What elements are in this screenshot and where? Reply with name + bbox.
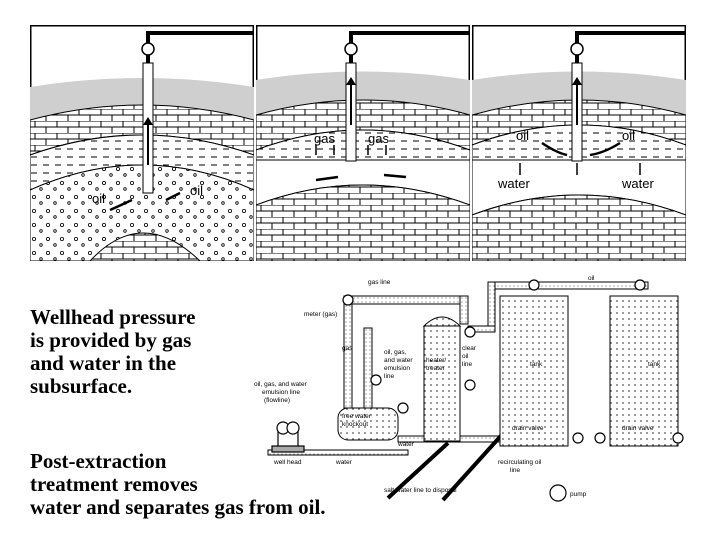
reservoir-panel-solution-gas: oil oil xyxy=(30,25,254,261)
label-gas-line: gas line xyxy=(368,279,391,286)
pipe-network xyxy=(267,281,649,456)
label-pump: pump xyxy=(570,491,587,498)
label-tank-2: tank xyxy=(648,361,661,368)
label-drain-valve-2: drain valve xyxy=(622,425,654,432)
label-heater-treater: heater/treater xyxy=(426,357,446,372)
label-meter: meter (gas) xyxy=(304,311,337,318)
caption-line: water and separates gas from oil. xyxy=(30,495,326,519)
panel-label-gas-2: gas xyxy=(368,131,389,146)
panel-label-oil-2: oil xyxy=(190,183,203,198)
caption-line: is provided by gas xyxy=(30,328,192,352)
surface-processing-schematic: gas line oil meter (gas) gas oil, gas,an… xyxy=(254,275,684,502)
label-tank-1: tank xyxy=(530,361,543,368)
well-head-icon xyxy=(271,421,305,453)
reservoir-panel-gas-cap: gas gas xyxy=(256,25,470,261)
free-water-knockout-vessel xyxy=(337,407,399,441)
panel-label-gas-1: gas xyxy=(314,131,335,146)
label-salt-water-line: salt water line to disposal xyxy=(384,487,457,494)
label-well-head: well head xyxy=(273,459,302,466)
caption-wellhead-pressure: Wellhead pressure is provided by gas and… xyxy=(30,306,196,398)
caption-line: treatment removes xyxy=(30,472,198,496)
panel-label-oil-2: oil xyxy=(622,128,635,143)
panel-label-water-2: water xyxy=(621,176,654,191)
valve-symbols xyxy=(342,279,684,502)
reservoir-panel-water-drive: oil oil water water xyxy=(472,25,686,261)
label-gas: gas xyxy=(342,345,353,352)
caption-line: and water in the xyxy=(30,351,177,375)
heater-treater-vessel xyxy=(423,325,461,442)
caption-post-extraction: Post-extraction treatment removes water … xyxy=(30,450,326,519)
caption-line: subsurface. xyxy=(30,374,133,398)
panel-label-water-1: water xyxy=(497,176,530,191)
panel-label-oil-1: oil xyxy=(516,128,529,143)
caption-line: Post-extraction xyxy=(30,449,167,473)
caption-line: Wellhead pressure xyxy=(30,305,196,329)
panel-label-oil-1: oil xyxy=(92,191,105,206)
label-water-2: water xyxy=(335,459,353,466)
label-oil: oil xyxy=(588,275,595,282)
label-drain-valve-1: drain valve xyxy=(512,425,544,432)
oil-tank-2 xyxy=(609,295,679,447)
oil-tank-1 xyxy=(499,295,569,447)
label-water-1: water xyxy=(397,441,415,448)
